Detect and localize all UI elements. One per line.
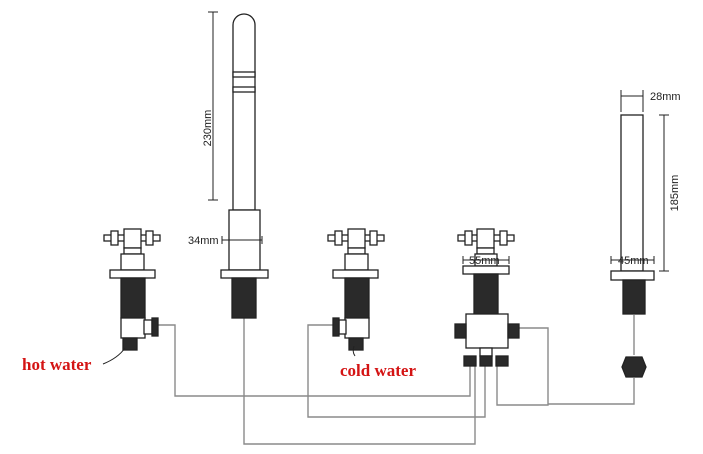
cold-valve-flange — [332, 269, 379, 279]
cold-water-leader — [352, 345, 356, 357]
handshower-width-label: 28mm — [650, 91, 681, 103]
spout-height-label: 230mm — [202, 110, 214, 147]
mixer-body-label: 55mm — [469, 255, 500, 267]
hot-water-valve — [103, 228, 161, 351]
mixer-flange — [462, 265, 510, 275]
spout-tube — [232, 13, 256, 211]
hand-shower-holder — [610, 270, 655, 281]
cold-water-pipe — [307, 324, 486, 418]
spout-outlet-mark — [232, 71, 256, 78]
hot-water-leader — [102, 347, 126, 365]
hot-valve-flange — [109, 269, 156, 279]
cold-water-valve — [327, 228, 385, 351]
spout-thread — [231, 277, 257, 319]
dimension-lines — [208, 11, 669, 272]
spout-flange — [220, 269, 269, 279]
callout-leaders — [102, 345, 356, 365]
hand-shower-thread — [622, 279, 646, 315]
hand-shower-body — [620, 114, 644, 272]
handshower-hose — [548, 315, 635, 405]
spout-diameter-label: 34mm — [188, 235, 219, 247]
handshower-pipe — [496, 327, 549, 406]
pipe-network — [158, 315, 635, 445]
spout-pipe — [243, 318, 476, 445]
hand-shower — [610, 114, 655, 378]
diverter-mixer — [454, 228, 520, 367]
spout — [220, 13, 269, 319]
handshower-base-label: 45mm — [618, 255, 649, 267]
cold-water-label: cold water — [340, 361, 416, 380]
mixer-body — [465, 313, 509, 349]
hot-water-pipe — [158, 324, 471, 397]
mixer-thread — [473, 273, 499, 315]
hose-connector — [621, 356, 647, 378]
handshower-height-label: 185mm — [669, 175, 681, 212]
hot-valve-thread — [120, 277, 146, 319]
cold-valve-thread — [344, 277, 370, 319]
cold-valve-body — [344, 253, 369, 271]
hot-water-label: hot water — [22, 355, 92, 374]
hot-valve-body — [120, 253, 145, 271]
